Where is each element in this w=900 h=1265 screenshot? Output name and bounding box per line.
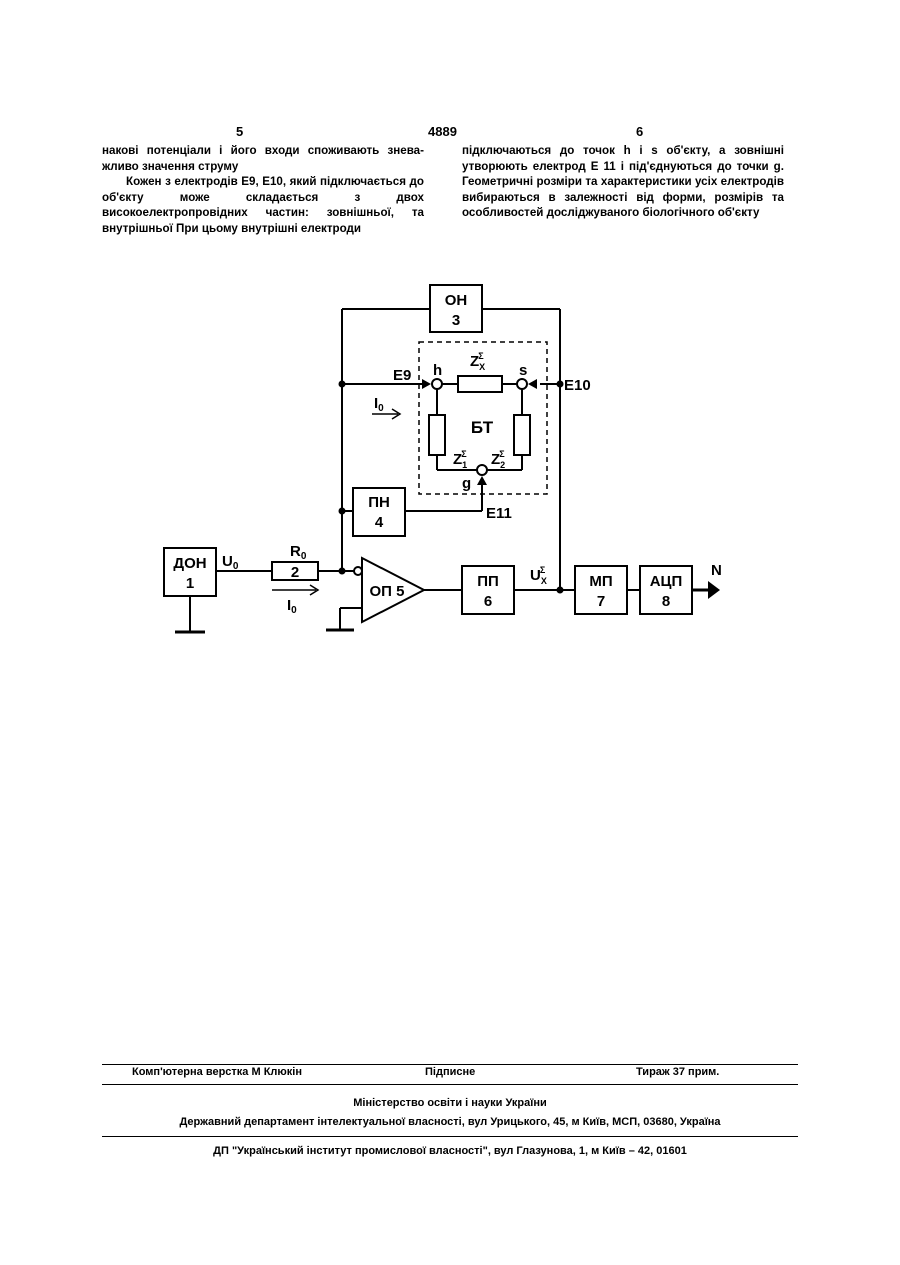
label-e10: Е10 [564, 377, 591, 394]
adc-number: 8 [662, 593, 670, 610]
label-n: N [711, 562, 722, 579]
label-u0: U0 [222, 553, 239, 572]
pn-label: ПН [368, 494, 390, 511]
don-label: ДОН [173, 555, 206, 572]
label-e11: Е11 [486, 505, 512, 522]
arrow-e11-icon [477, 476, 487, 485]
footer-rule-top [102, 1064, 798, 1065]
impedance-z2 [514, 415, 530, 455]
impedance-zx [458, 376, 502, 392]
label-zx: ZXΣ [470, 351, 485, 372]
footer-rule-middle [102, 1084, 798, 1085]
pn-number: 4 [375, 514, 384, 531]
terminal-s [517, 379, 527, 389]
label-s: s [519, 362, 527, 379]
footer-institute: ДП "Український інститут промислової вла… [102, 1145, 798, 1157]
footer-circulation: Тираж 37 прим. [636, 1066, 719, 1078]
pp-number: 6 [484, 593, 492, 610]
bt-label: БТ [471, 418, 494, 437]
circuit-diagram: ДОН 1 2 ОН 3 ПН 4 ОП 5 ПП 6 МП 7 АЦП 8 Б… [0, 0, 900, 700]
mp-label: МП [589, 573, 612, 590]
footer-department: Державний департамент інтелектуальної вл… [102, 1116, 798, 1128]
op-amp-label: ОП 5 [370, 583, 405, 600]
adc-label: АЦП [650, 573, 683, 590]
on-number: 3 [452, 312, 460, 329]
footer-ministry: Міністерство освіти і науки України [102, 1097, 798, 1109]
resistor-number: 2 [291, 564, 299, 581]
impedance-z1 [429, 415, 445, 455]
label-i0-top: I0 [374, 395, 384, 414]
label-h: h [433, 362, 442, 379]
don-number: 1 [186, 575, 194, 592]
arrow-output-icon [708, 581, 720, 599]
label-z2: Z2Σ [491, 449, 505, 470]
footer-signed: Підписне [425, 1066, 475, 1078]
arrow-e10-icon [528, 379, 537, 389]
label-e9: Е9 [393, 367, 411, 384]
label-g: g [462, 475, 471, 492]
on-label: ОН [445, 292, 468, 309]
terminal-g [477, 465, 487, 475]
mp-number: 7 [597, 593, 605, 610]
footer-layout-credit: Комп'ютерна верстка М Клюкін [132, 1066, 302, 1078]
terminal-h [432, 379, 442, 389]
label-i0-bottom: I0 [287, 597, 297, 616]
footer-rule-bottom [102, 1136, 798, 1137]
op-amp-inverting-input [354, 567, 362, 575]
label-ux: UXΣ [530, 565, 547, 586]
pp-label: ПП [477, 573, 499, 590]
arrow-e9-icon [422, 379, 431, 389]
label-z1: Z1Σ [453, 449, 467, 470]
label-r0: R0 [290, 543, 307, 562]
